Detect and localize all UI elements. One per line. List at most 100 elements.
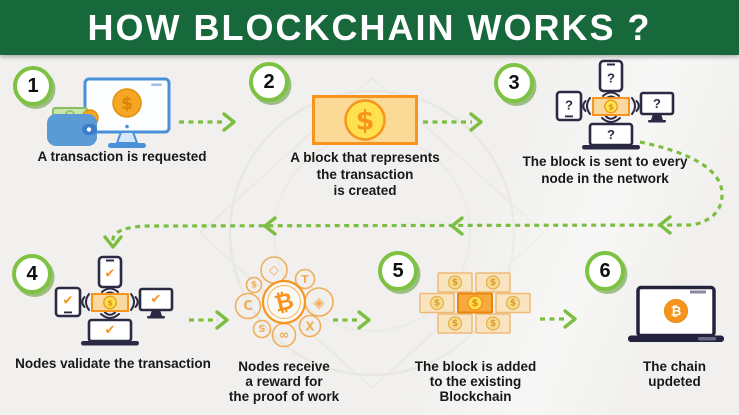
svg-text:X: X (305, 320, 315, 334)
step-1-caption: A transaction is requested (12, 149, 232, 164)
svg-text:∞: ∞ (279, 328, 290, 343)
altcoin-icon (252, 319, 272, 339)
svg-text:$: $ (434, 299, 440, 309)
arrowhead-right-icon (357, 310, 371, 330)
caption-line: The block is added (414, 359, 537, 374)
step-2-number-badge: 2 (249, 62, 289, 102)
arrowhead-left-icon (658, 215, 672, 235)
step-4-number-badge: 4 (12, 254, 52, 294)
caption-line: Blockchain (439, 389, 512, 404)
step-4-caption: Nodes validate the transaction (2, 356, 224, 371)
money-block-icon: $ (91, 293, 129, 312)
arrowhead-left-icon (263, 216, 277, 236)
dollar-coin-icon (344, 99, 386, 141)
caption-line: The chain (642, 359, 706, 374)
tablet-icon: ? (555, 90, 583, 122)
step-3-number-badge: 3 (494, 63, 534, 103)
arrowhead-left-icon (450, 216, 464, 236)
svg-text:$: $ (472, 298, 479, 309)
desktop-monitor-icon: $ (83, 77, 171, 148)
money-block-icon: $ (592, 97, 630, 116)
svg-text:◇: ◇ (269, 263, 279, 278)
chain-updated-laptop-icon: ₿ (628, 285, 724, 342)
altcoin-icon (294, 268, 316, 290)
crypto-reward-icon: ◇ T ◈ X ∞ S C $ ₿ (234, 256, 334, 348)
phone-icon: ✔ (97, 255, 123, 289)
step-6-caption: The chain updeted (612, 359, 737, 389)
step-1-number-badge: 1 (13, 66, 53, 106)
laptop-icon: ✔ (81, 318, 139, 346)
svg-text:$: $ (107, 299, 113, 308)
svg-text:$: $ (251, 281, 257, 291)
caption-line: A block that represents (290, 150, 440, 165)
caption-line: Nodes receive (238, 359, 330, 374)
reward-step-caption: Nodes receive a reward for the proof of … (206, 359, 362, 404)
step-number: 3 (508, 71, 520, 94)
svg-text:?: ? (607, 127, 615, 142)
arrowhead-right-icon (563, 309, 577, 329)
page-title: HOW BLOCKCHAIN WORKS ? (87, 6, 652, 48)
blockchain-grid-icon: $ $ $ $ $ $ $ (419, 272, 531, 334)
caption-line: the proof of work (228, 389, 340, 404)
caption-line: is created (333, 183, 397, 198)
svg-text:$: $ (490, 319, 496, 329)
laptop-icon: ? (582, 122, 640, 150)
tablet-icon: ✔ (54, 286, 82, 318)
caption-line: The block is sent to every (522, 154, 688, 169)
phone-icon: ? (598, 59, 624, 93)
existing-blocks: $ $ $ $ $ $ $ (419, 272, 531, 334)
header-banner: HOW BLOCKCHAIN WORKS ? (0, 0, 739, 55)
step-number: 1 (27, 74, 39, 97)
step-number: 2 (263, 70, 275, 93)
svg-text:?: ? (565, 98, 573, 113)
svg-text:$: $ (356, 106, 375, 137)
caption-line: a reward for (245, 374, 323, 389)
altcoin-icon (245, 276, 263, 294)
arrowhead-down-icon (103, 235, 123, 249)
svg-text:✔: ✔ (151, 292, 162, 307)
svg-text:₿: ₿ (671, 304, 682, 319)
bitcoin-coin-icon: ₿ (261, 279, 307, 325)
step-5-number-badge: 5 (378, 251, 418, 291)
step-number: 6 (599, 259, 611, 282)
svg-text:✔: ✔ (105, 267, 116, 282)
caption-line: updeted (648, 374, 701, 389)
caption-line: Nodes validate the transaction (15, 356, 211, 371)
svg-text:✔: ✔ (105, 323, 116, 338)
dollar-coin-icon (112, 88, 142, 118)
caption-line: to the existing (429, 374, 522, 389)
block-created-icon: $ (312, 95, 418, 145)
transaction-request-icon: $ (47, 77, 171, 148)
step-number: 5 (392, 259, 404, 282)
svg-text:S: S (258, 324, 265, 335)
laptop-icon: ₿ (628, 285, 724, 342)
arrowhead-right-icon (222, 112, 236, 132)
svg-text:$: $ (490, 278, 496, 288)
step-6-number-badge: 6 (585, 251, 625, 291)
caption-line: the transaction (316, 166, 414, 182)
caption-line: A transaction is requested (37, 149, 207, 164)
svg-text:$: $ (121, 94, 133, 114)
svg-text:?: ? (607, 71, 615, 86)
step-5-caption: The block is added to the existing Block… (383, 359, 568, 404)
monitor-icon: ✔ (138, 287, 174, 319)
svg-text:✔: ✔ (63, 294, 74, 309)
money-wallet-icon (47, 107, 99, 146)
svg-text:$: $ (608, 103, 614, 112)
arrowhead-right-icon (215, 310, 229, 330)
svg-text:?: ? (653, 96, 661, 111)
nodes-validate-icon: ✔ $ ✔ ✔ ✔ (54, 255, 174, 346)
svg-text:C: C (243, 299, 253, 314)
altcoin-icon (234, 292, 262, 320)
svg-text:◈: ◈ (313, 294, 325, 312)
new-block-highlight: $ (457, 292, 493, 314)
step-3-caption: The block is sent to every node in the n… (500, 153, 710, 187)
svg-text:$: $ (452, 278, 458, 288)
svg-text:T: T (301, 273, 309, 286)
arrowhead-right-icon (469, 112, 483, 132)
svg-text:$: $ (510, 299, 516, 309)
bitcoin-coin-icon (664, 299, 688, 323)
svg-text:$: $ (452, 319, 458, 329)
